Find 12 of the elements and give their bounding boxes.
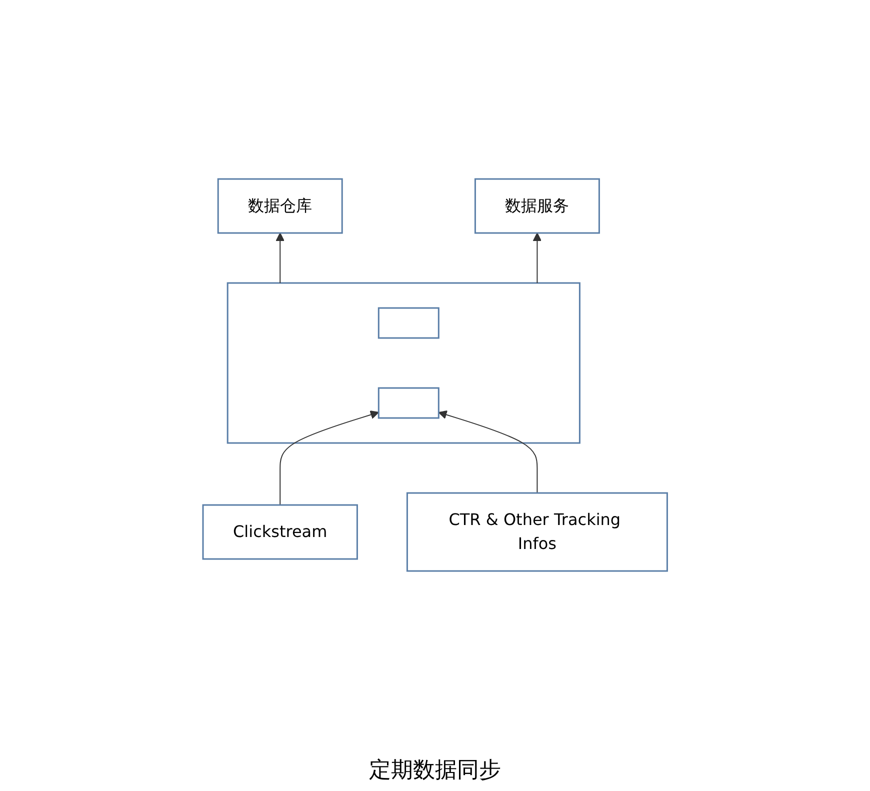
node-box (378, 306, 440, 338)
arrow (280, 410, 379, 505)
note-text: 定期数据同步 (369, 757, 501, 785)
arrow (276, 232, 284, 283)
node-box: CTR & Other Tracking Infos (406, 492, 668, 572)
node-box: 数据服务 (474, 178, 600, 234)
arrow (532, 232, 542, 283)
arrow (438, 410, 538, 493)
node-box: 数据仓库 (217, 178, 343, 234)
node-box: Clickstream (202, 504, 358, 560)
node-box (378, 386, 440, 418)
cluster (226, 282, 580, 444)
